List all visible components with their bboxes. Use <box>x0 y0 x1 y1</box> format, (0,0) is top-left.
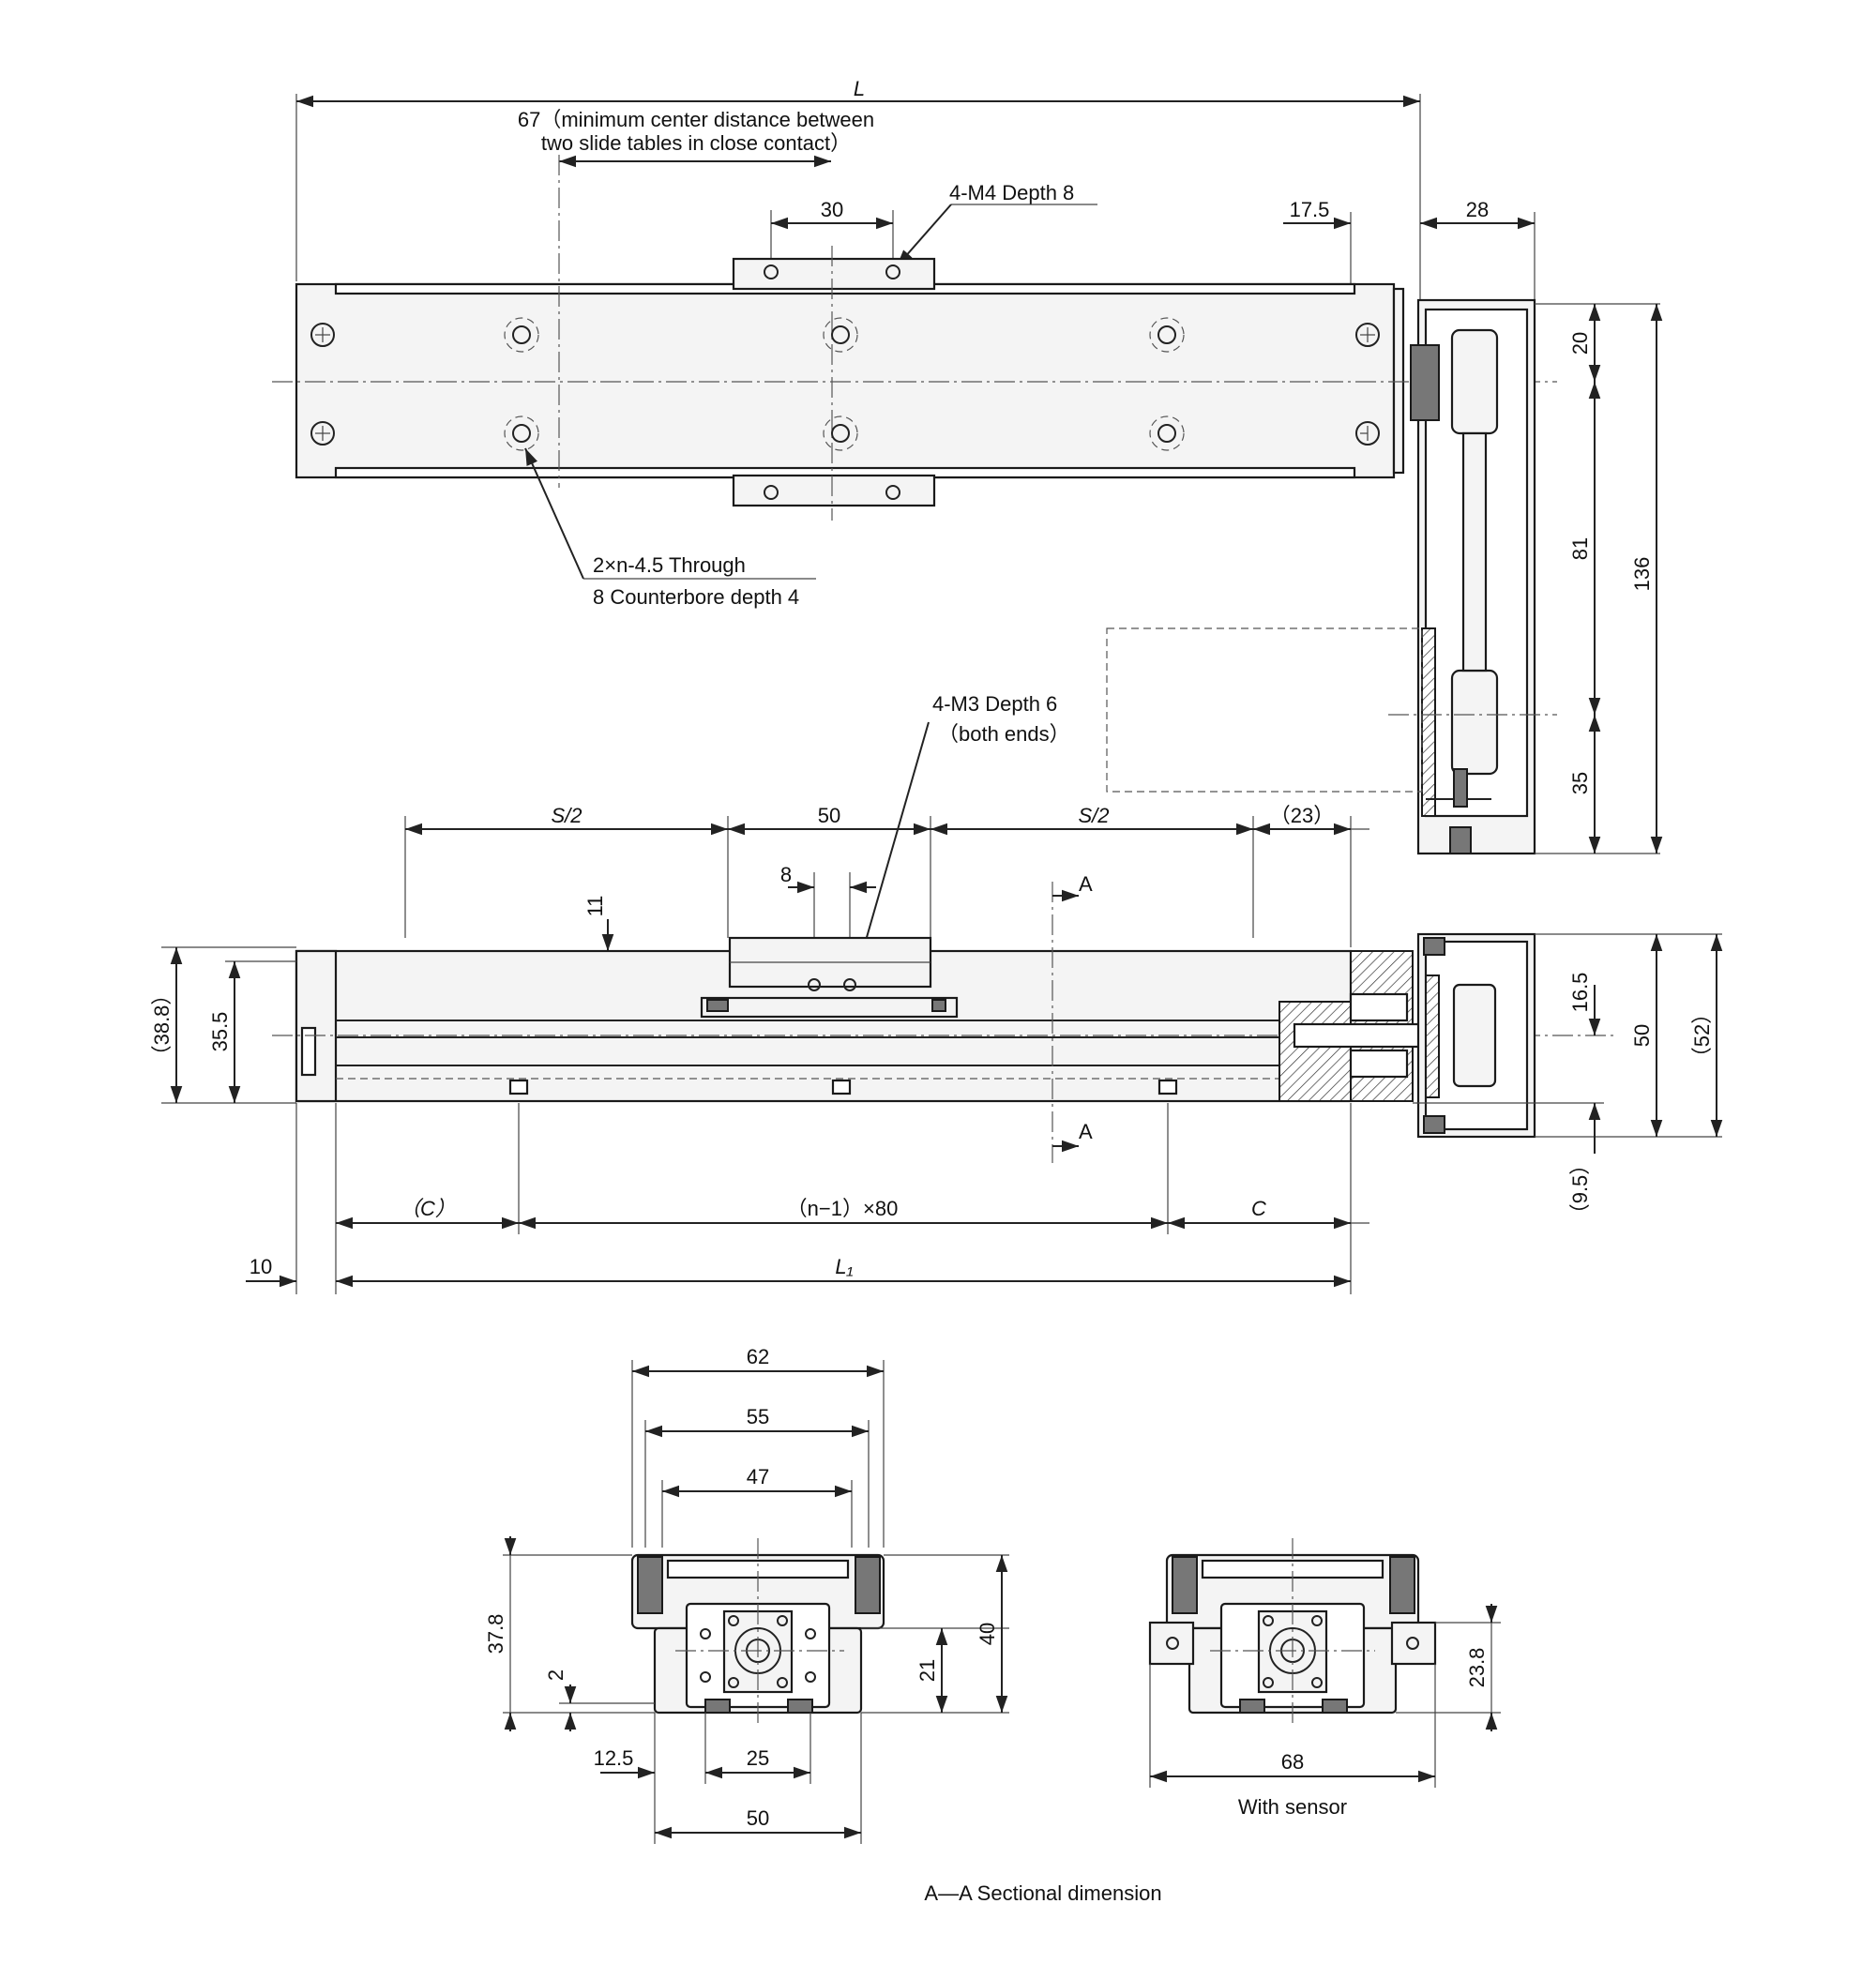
dim-50-label: 50 <box>818 804 840 827</box>
dim-38-8-label: （38.8） <box>150 985 174 1066</box>
side-pulley <box>1452 983 1497 1088</box>
note-m3-depth: 4-M3 Depth 6 <box>932 692 1057 716</box>
dim-47-label: 47 <box>747 1465 769 1488</box>
bracket-hatch <box>1421 627 1436 817</box>
dim-35-5-label: 35.5 <box>208 1012 232 1052</box>
section-a-top-label: A <box>1079 872 1093 896</box>
section-a-bottom-label: A <box>1079 1120 1093 1143</box>
dim-L-label: L <box>854 77 865 100</box>
bearing-lower <box>1349 1049 1409 1079</box>
dim-2-label: 2 <box>544 1669 567 1681</box>
dim-81-label: 81 <box>1568 537 1592 560</box>
dim-16-5-label: 16.5 <box>1568 973 1592 1013</box>
top-slide-table-lower <box>732 474 936 507</box>
top-slide-table-upper <box>732 257 936 291</box>
top-end-plate <box>1392 287 1405 475</box>
dim-68-label: 68 <box>1281 1750 1304 1774</box>
dim-50-bottom-label: 50 <box>747 1806 769 1830</box>
dim-s2-left-label: S/2 <box>551 804 582 827</box>
top-body <box>295 282 1396 479</box>
dim-20-label: 20 <box>1568 332 1592 355</box>
note-m3-both-ends: （both ends） <box>938 722 1070 746</box>
dim-21-label: 21 <box>915 1659 939 1682</box>
motor-outline <box>1106 627 1423 793</box>
pulley-upper <box>1450 328 1499 435</box>
dim-55-label: 55 <box>747 1405 769 1428</box>
dim-L1-label: L₁ <box>835 1255 853 1278</box>
dim-67-label-line1: 67（minimum center distance between <box>518 108 874 131</box>
section-view: 62 55 47 37.8 2 <box>484 1345 1009 1844</box>
sensor-view: 23.8 68 With sensor <box>1148 1538 1501 1819</box>
top-view: L 67（minimum center distance between two… <box>272 77 1663 855</box>
dim-17-5-label: 17.5 <box>1290 198 1330 221</box>
dim-11-label: 11 <box>583 896 607 917</box>
dim-23-label: （23） <box>1270 804 1334 827</box>
dim-s2-right-label: S/2 <box>1078 804 1109 827</box>
dim-c-right-label: C <box>1251 1197 1266 1220</box>
m3-hole-left <box>808 978 821 991</box>
dim-10-label: 10 <box>250 1255 272 1278</box>
dim-23-8-label: 23.8 <box>1465 1648 1489 1688</box>
dim-9-5-label: （9.5） <box>1568 1155 1592 1225</box>
note-through-hole-line2: 8 Counterbore depth 4 <box>593 585 799 609</box>
dim-30-label: 30 <box>821 198 843 221</box>
belt <box>1461 431 1488 672</box>
mounting-holes-top <box>310 317 1380 451</box>
side-view: 4-M3 Depth 6 （both ends） S/2 50 S/2 （23）… <box>150 692 1723 1294</box>
bearing-upper <box>1349 992 1409 1022</box>
dim-136-label: 136 <box>1630 557 1654 592</box>
note-m4-depth: 4-M4 Depth 8 <box>949 181 1074 204</box>
dim-40-label: 40 <box>976 1623 999 1645</box>
dim-52-label: （52） <box>1690 1004 1714 1067</box>
side-end-housing <box>1278 1001 1352 1102</box>
sensor-caption: With sensor <box>1238 1795 1347 1819</box>
dim-12-5-label: 12.5 <box>594 1746 634 1770</box>
dim-pitch-label: （n−1）×80 <box>787 1197 899 1220</box>
pulley-lower <box>1450 669 1499 776</box>
dim-62-label: 62 <box>747 1345 769 1368</box>
note-through-hole-line1: 2×n-4.5 Through <box>593 553 746 577</box>
coupling-top <box>1410 344 1440 421</box>
dim-67-label-line2: two slide tables in close contact） <box>541 131 851 155</box>
side-end-cap-left <box>295 949 338 1103</box>
dim-25-label: 25 <box>747 1746 769 1770</box>
dim-28-label: 28 <box>1466 198 1489 221</box>
section-caption: A—A Sectional dimension <box>924 1881 1161 1905</box>
sensor-rail-right <box>1390 1621 1437 1666</box>
dim-c-left-label: （C） <box>400 1197 456 1220</box>
m3-hole-right <box>843 978 856 991</box>
dim-37-8-label: 37.8 <box>484 1614 507 1654</box>
dim-50-vertical-label: 50 <box>1630 1024 1654 1047</box>
dim-8-label: 8 <box>780 863 792 886</box>
sensor-rail-left <box>1148 1621 1195 1666</box>
dim-35-label: 35 <box>1568 772 1592 794</box>
